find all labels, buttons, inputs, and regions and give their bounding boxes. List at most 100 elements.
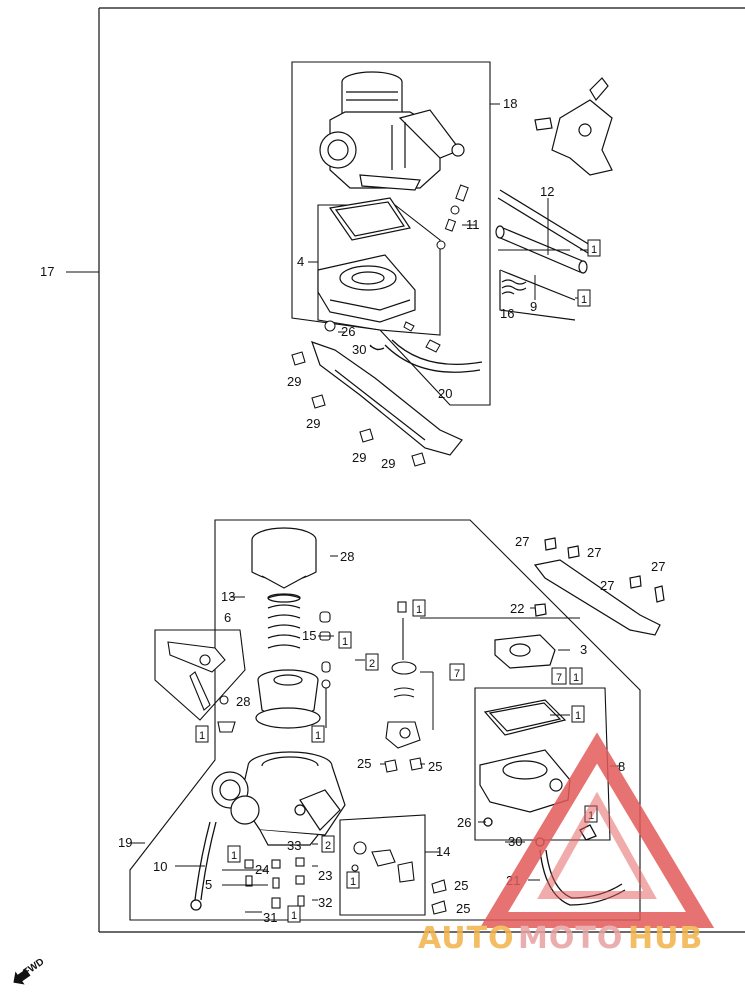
box-1i [287,905,301,923]
box-1d [569,667,583,685]
parts-set-14 [351,841,415,883]
diaphragm-piston [255,669,321,729]
box-label-7a: 7 [454,668,460,680]
callout-3: 3 [580,642,587,657]
callout-27-c: 27 [600,578,614,593]
connecting-tubes [495,189,591,321]
box-7b [551,667,567,685]
jets-set [244,857,305,909]
callout-20: 20 [438,386,452,401]
callout-11: 11 [466,217,480,232]
drain-tube-10 [190,821,217,911]
box-label-1a: 1 [342,636,348,648]
fwd-indicator: FWD [13,956,46,985]
lower-float-bowl [479,699,571,813]
callout-29-c: 29 [352,450,366,465]
callout-25-d: 25 [456,901,470,916]
box-1e [571,705,585,723]
watermark-triangle-icon [479,732,715,928]
box-1a [338,631,352,649]
callout-10: 10 [153,859,167,874]
callout-27-a: 27 [515,534,529,549]
upper-float-bowl [317,197,416,323]
fwd-arrow-icon [13,968,31,985]
box-7a [449,663,465,681]
callout-numbers: 17 18 4 11 12 9 16 26 30 20 29 29 29 29 … [40,96,665,925]
screws-25-lower [431,879,447,915]
callout-29-d: 29 [381,456,395,471]
callout-12: 12 [540,184,554,199]
air-cut-valve [494,603,556,669]
callout-33: 33 [287,838,301,853]
callout-25-c: 25 [454,878,468,893]
choke-lever [167,641,236,733]
callout-32: 32 [318,895,332,910]
box-1h [227,845,241,863]
callout-27-d: 27 [651,559,665,574]
fwd-label: FWD [21,956,46,978]
box-2b [321,835,335,853]
box-1j [346,871,360,889]
callout-28-left: 28 [236,694,250,709]
box-label-7b: 7 [556,672,562,684]
callout-13: 13 [221,589,235,604]
accelerator-pump [384,601,423,773]
callout-16: 16 [500,306,514,321]
callout-25-b: 25 [428,759,442,774]
callout-22: 22 [510,601,524,616]
callout-30-lower: 30 [508,834,522,849]
box-top-1b [577,289,591,307]
fuel-hose-20 [369,339,483,373]
box-top-1a [587,239,601,257]
box-1c [311,725,325,743]
spring-16 [501,279,527,295]
screw-26-upper [324,320,441,353]
boxed-references [195,239,601,923]
callout-19: 19 [118,835,132,850]
callout-5: 5 [205,877,212,892]
callout-4: 4 [297,254,304,269]
callout-30-upper: 30 [352,342,366,357]
callout-28-top: 28 [340,549,354,564]
pilot-screw-set [436,184,469,250]
watermark-text-moto: MOTO [518,921,623,956]
callout-29-b: 29 [306,416,320,431]
box-label-1i: 1 [291,910,297,922]
box-label-top-1b: 1 [581,294,587,306]
callout-6: 6 [224,610,231,625]
callout-26-lower: 26 [457,815,471,830]
vacuum-chamber-cover [251,527,317,589]
leader-lines [66,103,620,913]
box-label-1g: 1 [199,730,205,742]
callout-9: 9 [530,299,537,314]
callout-29-a: 29 [287,374,301,389]
callout-17: 17 [40,264,54,279]
box-label-1e: 1 [575,710,581,722]
box-label-1c: 1 [315,730,321,742]
callout-31: 31 [263,910,277,925]
boxed-reference-labels: 1 1 1 2 1 7 1 7 1 1 1 1 1 2 1 1 [199,244,597,922]
callout-26-upper: 26 [341,324,355,339]
lower-assembly-outline [129,519,641,921]
callout-8: 8 [618,759,625,774]
callout-27-b: 27 [587,545,601,560]
callout-18: 18 [503,96,517,111]
callout-14: 14 [436,844,450,859]
spring-15 [267,593,301,649]
box-label-1d: 1 [573,672,579,684]
box-label-1h: 1 [231,850,237,862]
box-label-2a: 2 [369,658,375,670]
watermark-text-auto: AUTO [418,921,515,956]
box-1b [412,599,426,617]
bracket-top-right [534,77,613,176]
callout-15: 15 [302,628,316,643]
callout-25-a: 25 [357,756,371,771]
box-label-1j: 1 [350,876,356,888]
lower-carburetor-body [211,751,346,846]
box-label-1b: 1 [416,604,422,616]
throttle-link-bar [533,537,665,636]
callout-24: 24 [255,862,269,877]
watermark-logo: AUTO MOTO HUB [418,732,715,956]
bolts-29 [291,351,426,467]
